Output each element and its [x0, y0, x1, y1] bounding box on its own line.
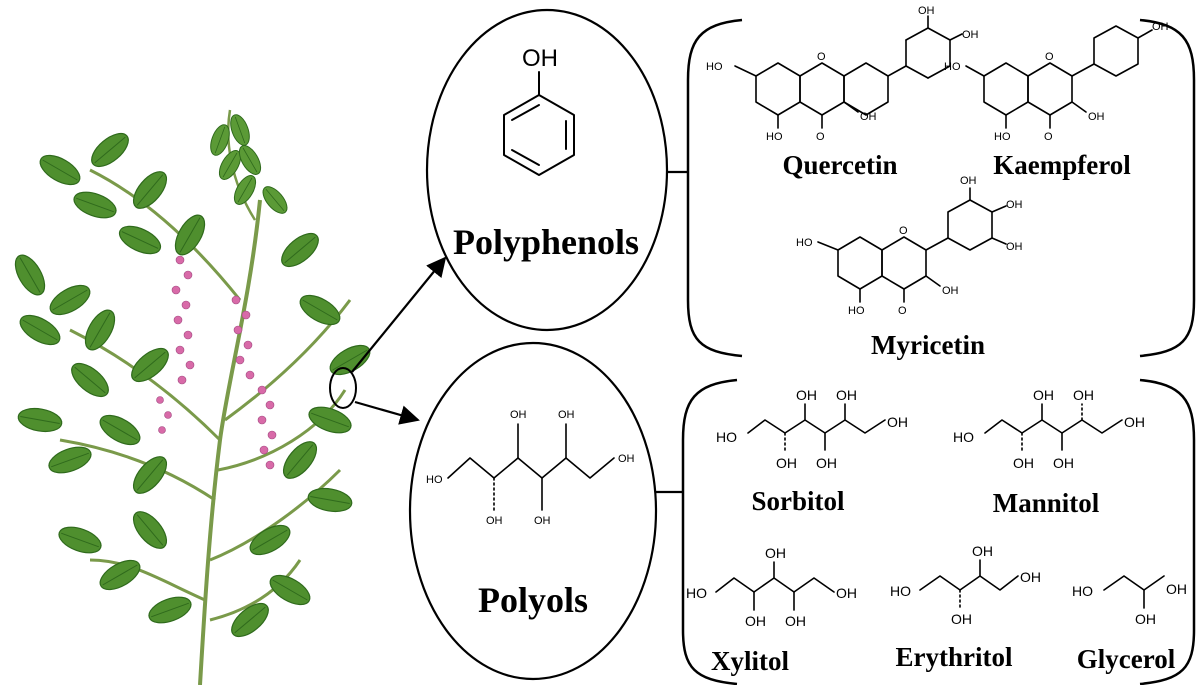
- mannitol-label: Mannitol: [993, 488, 1100, 518]
- kaempferol-o-1: O: [1045, 51, 1054, 63]
- quercetin-label: Quercetin: [783, 150, 898, 180]
- xylitol-ho-1: HO: [686, 585, 707, 601]
- mannitol-oh-bot1: OH: [1013, 455, 1034, 471]
- polyol-oh-bot1: OH: [486, 515, 503, 527]
- myricetin-ho-7: HO: [796, 237, 813, 249]
- erythritol-ho-1: HO: [890, 583, 911, 599]
- xylitol-oh-top: OH: [765, 545, 786, 561]
- xylitol-label: Xylitol: [711, 646, 789, 676]
- kaempferol-oh-3: OH: [1088, 111, 1105, 123]
- sorbitol-oh-6: OH: [887, 414, 908, 430]
- sorbitol-oh-top2: OH: [836, 387, 857, 403]
- quercetin-o-1: O: [817, 51, 826, 63]
- erythritol-oh-bot: OH: [951, 611, 972, 627]
- polyols-left-bracket: [681, 378, 738, 685]
- polyol-oh-bot2: OH: [534, 515, 551, 527]
- myricetin-label: Myricetin: [871, 330, 985, 360]
- quercetin-structure: [734, 15, 963, 129]
- kaempferol-label: Kaempferol: [993, 150, 1131, 180]
- xylitol-oh-bot1: OH: [745, 613, 766, 629]
- polyphenols-right-bracket: [1139, 18, 1196, 358]
- mannitol-oh-top2: OH: [1073, 387, 1094, 403]
- myricetin-oh-5p: OH: [1006, 241, 1023, 253]
- mannitol-ho-1: HO: [953, 429, 974, 445]
- sorbitol-structure: [747, 403, 886, 451]
- kaempferol-ho-7: HO: [944, 61, 961, 73]
- polyols-label: Polyols: [478, 580, 588, 620]
- xylitol-structure: [715, 561, 835, 611]
- polyol-oh-top2: OH: [558, 409, 575, 421]
- phenol-structure: [503, 71, 575, 176]
- glycerol-oh-2: OH: [1135, 611, 1156, 627]
- myricetin-o-1: O: [899, 225, 908, 237]
- glycerol-oh-3: OH: [1166, 581, 1187, 597]
- sorbitol-label: Sorbitol: [751, 486, 845, 516]
- polyol-oh-top1: OH: [510, 409, 527, 421]
- glycerol-ho-1: HO: [1072, 583, 1093, 599]
- myricetin-oh-3: OH: [942, 285, 959, 297]
- sorbitol-ellipse-structure: [447, 423, 615, 511]
- polyphenols-ellipse: [425, 8, 669, 332]
- mannitol-oh-6: OH: [1124, 414, 1145, 430]
- erythritol-structure: [919, 559, 1019, 609]
- polyphenols-left-bracket: [686, 18, 743, 358]
- quercetin-oh-4p: OH: [962, 29, 979, 41]
- sorbitol-ho-1: HO: [716, 429, 737, 445]
- polyol-ho-left: HO: [426, 474, 443, 486]
- arrow-to-polyols: [354, 400, 420, 425]
- quercetin-o-4: O: [816, 131, 825, 143]
- quercetin-oh-3p: OH: [918, 5, 935, 17]
- xylitol-oh-5: OH: [836, 585, 857, 601]
- arrow-to-polyphenols: [351, 256, 447, 373]
- polyol-oh-right: OH: [618, 453, 635, 465]
- myricetin-ho-5: HO: [848, 305, 865, 317]
- mannitol-oh-bot2: OH: [1053, 455, 1074, 471]
- sorbitol-oh-top1: OH: [796, 387, 817, 403]
- mannitol-structure: [984, 403, 1123, 451]
- mannitol-oh-top1: OH: [1033, 387, 1054, 403]
- erythritol-oh-4: OH: [1020, 569, 1041, 585]
- polyols-right-bracket: [1139, 378, 1196, 685]
- polyols-ellipse: [408, 341, 658, 681]
- erythritol-label: Erythritol: [896, 642, 1013, 672]
- kaempferol-ho-5: HO: [994, 131, 1011, 143]
- myricetin-o-4: O: [898, 305, 907, 317]
- quercetin-oh-3: OH: [860, 111, 877, 123]
- kaempferol-oh-4p: OH: [1152, 21, 1169, 33]
- xylitol-oh-bot2: OH: [785, 613, 806, 629]
- phenol-oh-label: OH: [522, 45, 558, 72]
- sorbitol-oh-bot2: OH: [816, 455, 837, 471]
- kaempferol-o-4: O: [1044, 131, 1053, 143]
- myricetin-structure: [817, 187, 1007, 303]
- quercetin-ho-5: HO: [766, 131, 783, 143]
- glycerol-label: Glycerol: [1077, 644, 1176, 674]
- erythritol-oh-top: OH: [972, 543, 993, 559]
- myricetin-oh-4p: OH: [1006, 199, 1023, 211]
- glycerol-structure: [1103, 575, 1165, 609]
- quercetin-ho-7: HO: [706, 61, 723, 73]
- polyphenols-label: Polyphenols: [453, 222, 639, 262]
- sorbitol-oh-bot1: OH: [776, 455, 797, 471]
- myricetin-oh-3p: OH: [960, 175, 977, 187]
- kaempferol-structure: [965, 25, 1153, 129]
- leaf-highlight-ellipse: [329, 367, 357, 409]
- licorice-plant-illustration: [8, 109, 376, 685]
